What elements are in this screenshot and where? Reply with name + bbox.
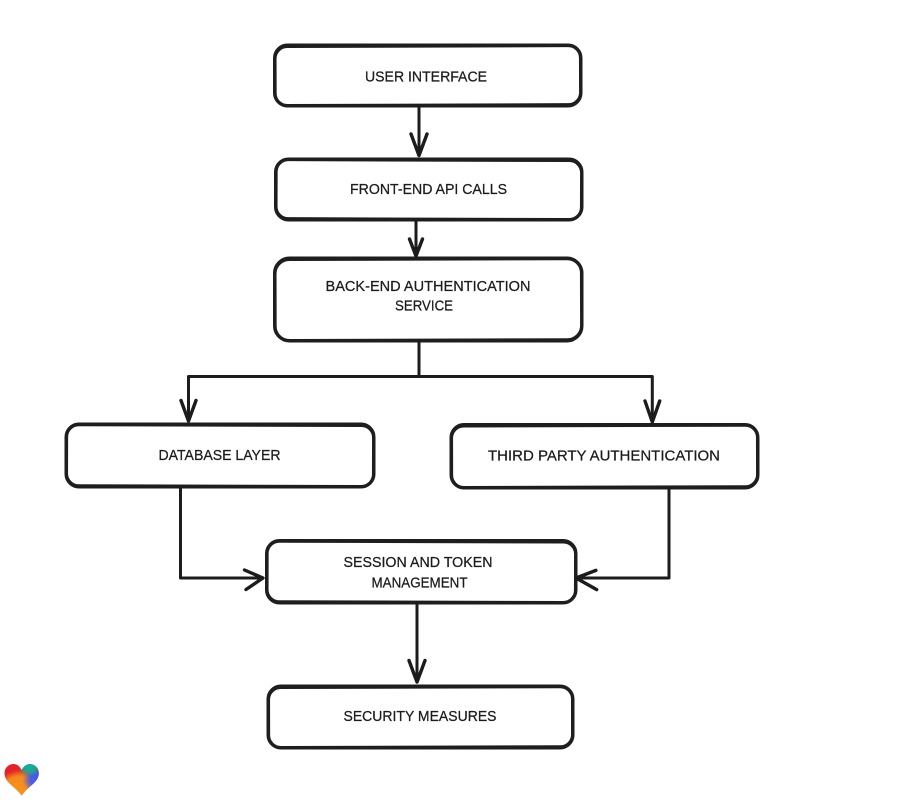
svg-text:SERVICE: SERVICE bbox=[395, 299, 453, 315]
svg-text:SECURITY MEASURES: SECURITY MEASURES bbox=[344, 709, 497, 725]
svg-text:USER INTERFACE: USER INTERFACE bbox=[365, 70, 487, 86]
svg-text:MANAGEMENT: MANAGEMENT bbox=[372, 576, 468, 592]
svg-text:THIRD PARTY AUTHENTICATION: THIRD PARTY AUTHENTICATION bbox=[488, 449, 720, 465]
svg-text:BACK-END AUTHENTICATION: BACK-END AUTHENTICATION bbox=[326, 279, 531, 295]
svg-text:FRONT-END API CALLS: FRONT-END API CALLS bbox=[350, 182, 507, 198]
svg-text:SESSION AND TOKEN: SESSION AND TOKEN bbox=[344, 555, 493, 571]
svg-text:DATABASE LAYER: DATABASE LAYER bbox=[159, 448, 281, 464]
